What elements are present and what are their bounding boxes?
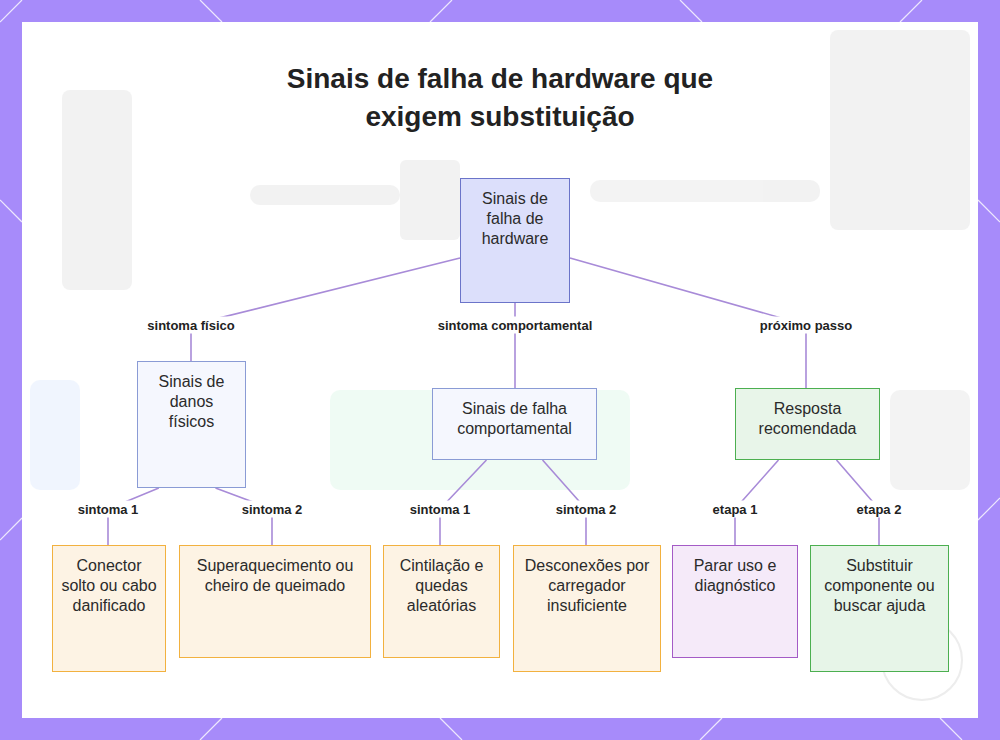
decor-line — [200, 718, 222, 740]
box-label: Conector solto ou cabo danificado — [61, 556, 157, 616]
edge-label: sintoma 1 — [74, 501, 143, 518]
decor-line — [0, 0, 22, 22]
decor-line — [978, 200, 1000, 222]
process-box: Sinais de falha de hardware — [460, 178, 570, 303]
decor-line — [430, 0, 452, 22]
process-box: Desconexões por carregador insuficiente — [513, 545, 661, 672]
box-label: Sinais de falha de hardware — [469, 189, 561, 249]
box-label: Resposta recomendada — [744, 399, 871, 439]
box-label: Parar uso e diagnóstico — [681, 556, 789, 596]
process-box: Parar uso e diagnóstico — [672, 545, 798, 658]
edge-label: sintoma comportamental — [434, 317, 597, 334]
box-label: Sinais de falha comportamental — [441, 399, 588, 439]
decor-line — [0, 518, 22, 540]
process-box: Substituir componente ou buscar ajuda — [810, 545, 949, 672]
decor-line — [440, 718, 462, 740]
edge-label: etapa 1 — [709, 501, 762, 518]
box-label: Substituir componente ou buscar ajuda — [819, 556, 940, 616]
faded-cable — [250, 185, 400, 205]
decor-line — [680, 0, 702, 22]
faded-device — [830, 30, 970, 230]
process-box: Sinais de falha comportamental — [432, 388, 597, 460]
process-box: Superaquecimento ou cheiro de queimado — [179, 545, 371, 658]
edge-label: sintoma 2 — [552, 501, 621, 518]
process-box: Sinais de danos físicos — [137, 361, 246, 488]
diagram-title: Sinais de falha de hardware que exigem s… — [240, 60, 760, 136]
edge-label: sintoma 2 — [238, 501, 307, 518]
process-box: Conector solto ou cabo danificado — [52, 545, 166, 672]
edge-label: próximo passo — [756, 317, 856, 334]
faded-plug — [400, 160, 460, 240]
decor-line — [700, 718, 722, 740]
white-panel — [22, 22, 978, 718]
edge-label: sintoma 1 — [406, 501, 475, 518]
decor-line — [978, 498, 1000, 520]
decor-line — [940, 718, 962, 740]
process-box: Cintilação e quedas aleatórias — [383, 545, 500, 658]
faded-panel — [30, 380, 80, 490]
decor-line — [0, 200, 22, 222]
faded-cable — [590, 180, 820, 202]
faded-device — [62, 90, 132, 290]
process-box: Resposta recomendada — [735, 388, 880, 460]
edge-label: sintoma físico — [143, 317, 238, 334]
box-label: Superaquecimento ou cheiro de queimado — [188, 556, 362, 596]
edge-label: etapa 2 — [853, 501, 906, 518]
faded-illustration — [30, 30, 970, 490]
box-label: Desconexões por carregador insuficiente — [522, 556, 652, 616]
decor-line — [200, 0, 222, 22]
faded-panel — [890, 390, 970, 490]
box-label: Sinais de danos físicos — [146, 372, 237, 432]
connector-line — [191, 258, 460, 361]
box-label: Cintilação e quedas aleatórias — [392, 556, 491, 616]
decor-line — [900, 0, 922, 22]
